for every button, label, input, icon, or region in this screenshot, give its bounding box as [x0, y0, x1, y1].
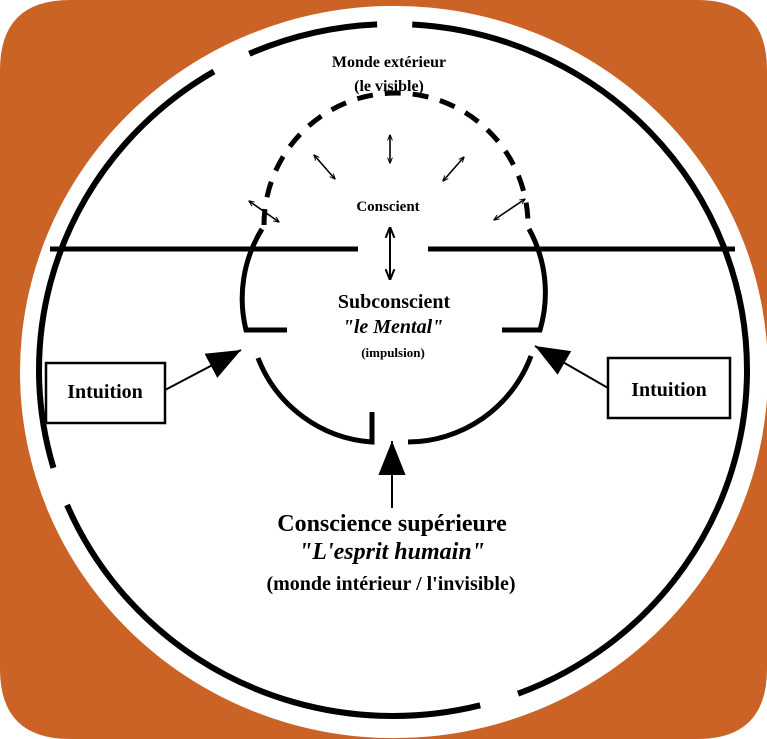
higher-consciousness-label: Conscience supérieure — [277, 511, 507, 537]
subconscious-arc-right — [502, 227, 548, 333]
intuition-right-arrow-icon — [534, 345, 609, 389]
inner-world-label: (monde intérieur / l'invisible) — [266, 573, 515, 595]
intuition-box-right: Intuition — [606, 356, 732, 420]
intuition-box-left: Intuition — [44, 361, 167, 425]
double-arrow-icon — [249, 201, 279, 222]
lower-arc-right — [407, 355, 534, 445]
conscious-label: Conscient — [356, 199, 419, 215]
subconscious-arc-left — [239, 227, 287, 333]
double-arrow-icon — [494, 199, 525, 220]
subconscious-label: Subconscient — [338, 291, 451, 313]
impulse-label: (impulsion) — [361, 345, 425, 360]
double-arrow-icon — [314, 155, 335, 179]
intuition-left-label: Intuition — [67, 381, 143, 403]
intuition-left-arrow-icon — [164, 349, 242, 391]
outer-world-title: Monde extérieur — [332, 54, 446, 71]
human-spirit-label: "L'esprit humain" — [299, 539, 485, 565]
double-arrow-icon — [443, 157, 464, 181]
outer-circle — [36, 21, 750, 719]
conscious-dashed-arc — [261, 90, 531, 226]
lower-arc-left — [255, 357, 375, 445]
intuition-right-label: Intuition — [631, 379, 707, 401]
outer-world-subtitle: (le visible) — [354, 78, 424, 95]
mental-label: "le Mental" — [343, 316, 444, 338]
